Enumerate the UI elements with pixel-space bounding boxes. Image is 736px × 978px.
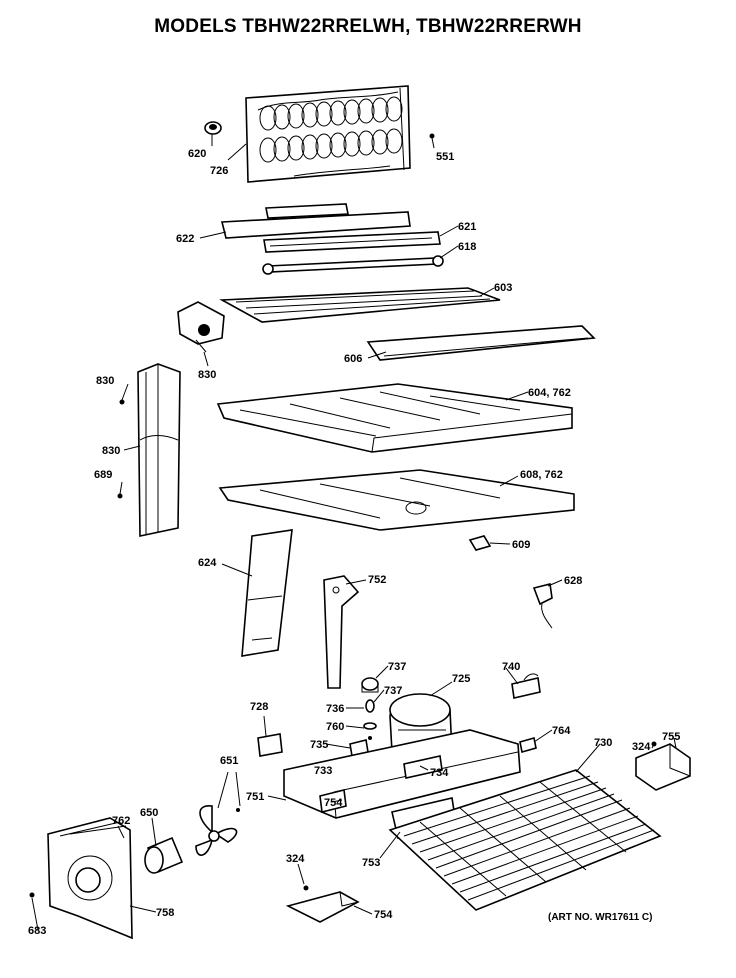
capacitor-728	[257, 733, 283, 757]
callout-758: 758	[156, 907, 174, 919]
callout-736: 736	[326, 703, 344, 715]
condenser-730	[388, 769, 662, 911]
callout-624: 624	[198, 557, 217, 569]
callout-604-762: 604, 762	[528, 387, 571, 399]
callout-734: 734	[430, 767, 449, 779]
callout-labels: 620 726 551 622 621 618 603 830 606 830 …	[28, 148, 680, 937]
leader-lines	[31, 134, 677, 931]
callout-830-mullion: 830	[102, 445, 120, 457]
callout-650: 650	[140, 807, 158, 819]
callout-606: 606	[344, 353, 362, 365]
callout-609: 609	[512, 539, 530, 551]
callout-740: 740	[502, 661, 520, 673]
callout-760: 760	[326, 721, 344, 733]
callout-603: 603	[494, 282, 512, 294]
callout-689: 689	[94, 469, 112, 481]
callout-324-bottom: 324	[286, 853, 305, 865]
grommet-737	[361, 677, 379, 693]
callout-753: 753	[362, 857, 380, 869]
callout-755: 755	[662, 731, 680, 743]
callout-764: 764	[552, 725, 571, 737]
callout-735: 735	[310, 739, 328, 751]
fan-blade-651	[195, 805, 240, 856]
callout-751: 751	[246, 791, 264, 803]
callout-620: 620	[188, 148, 206, 160]
callout-728: 728	[250, 701, 268, 713]
part-754-upper	[319, 789, 347, 813]
fan-motor-650	[144, 836, 184, 874]
callout-608-762: 608, 762	[520, 469, 563, 481]
callout-726: 726	[210, 165, 228, 177]
divider-604	[216, 383, 573, 453]
evaporator-coil	[245, 85, 411, 183]
callout-737-top: 737	[388, 661, 406, 673]
part-609	[468, 535, 492, 551]
thermostat-628	[532, 583, 553, 629]
overload-740	[511, 673, 541, 699]
callout-621: 621	[458, 221, 476, 233]
fan-shroud-758	[29, 817, 133, 940]
part-764	[519, 736, 537, 754]
bracket-754-lower	[285, 885, 360, 923]
screw-551	[429, 133, 435, 139]
callout-551: 551	[436, 151, 454, 163]
art-number: (ART NO. WR17611 C)	[548, 912, 653, 923]
callout-324-right: 324	[632, 741, 651, 753]
air-duct-624	[241, 529, 293, 657]
callout-754-lower: 754	[374, 909, 393, 921]
callout-651: 651	[220, 755, 238, 767]
divider-608	[218, 469, 575, 531]
mullion-830	[117, 363, 181, 537]
evaporator-cover-622	[220, 203, 411, 239]
callout-830-left: 830	[96, 375, 114, 387]
callout-830-bracket: 830	[198, 369, 216, 381]
callout-725: 725	[452, 673, 470, 685]
callout-754-upper: 754	[324, 797, 343, 809]
heater-618	[262, 255, 444, 275]
callout-628: 628	[564, 575, 582, 587]
callout-737-bottom: 737	[384, 685, 402, 697]
defrost-heater-621	[263, 231, 441, 253]
callout-618: 618	[458, 241, 476, 253]
clip-620	[204, 121, 222, 135]
page-title: MODELS TBHW22RRELWH, TBHW22RRERWH	[154, 16, 582, 37]
callout-762: 762	[112, 815, 130, 827]
grille-606	[366, 325, 596, 361]
fan-bracket-830	[177, 301, 225, 353]
callout-733: 733	[314, 765, 332, 777]
callout-752: 752	[368, 574, 386, 586]
shelf-603	[219, 287, 501, 323]
callout-622: 622	[176, 233, 194, 245]
washer-760	[363, 722, 377, 740]
callout-730: 730	[594, 737, 612, 749]
grommet-736	[365, 699, 375, 713]
callout-683: 683	[28, 925, 46, 937]
bracket-752	[323, 575, 360, 689]
